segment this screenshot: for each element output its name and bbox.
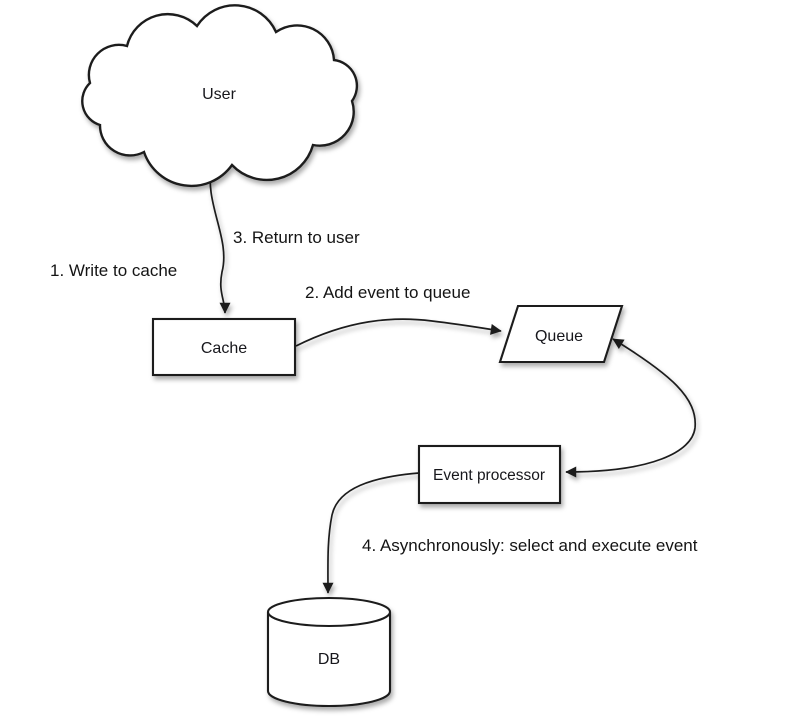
cache-box — [151, 317, 297, 377]
user-label: User — [202, 86, 236, 103]
edge-queue-event-processor-bidirectional — [565, 338, 696, 478]
step-3-label: 3. Return to user — [233, 228, 360, 247]
db-cylinder-body — [266, 612, 392, 708]
step-4-label: 4. Asynchronously: select and execute ev… — [362, 536, 698, 555]
edge-event-processor-to-db — [322, 472, 420, 594]
queue-parallelogram — [498, 304, 624, 364]
user-cloud — [81, 4, 359, 188]
step-1-label: 1. Write to cache — [50, 261, 177, 280]
cache-label: Cache — [201, 340, 247, 357]
db-cylinder-top — [266, 596, 392, 628]
db-label: DB — [318, 651, 340, 668]
queue-label: Queue — [535, 328, 583, 345]
event-processor-label: Event processor — [433, 467, 545, 484]
edge-cache-to-queue — [295, 318, 502, 347]
event-processor-box — [417, 444, 562, 505]
step-2-label: 2. Add event to queue — [305, 283, 470, 302]
edge-user-to-cache — [209, 163, 231, 314]
db-cylinder — [266, 596, 392, 708]
